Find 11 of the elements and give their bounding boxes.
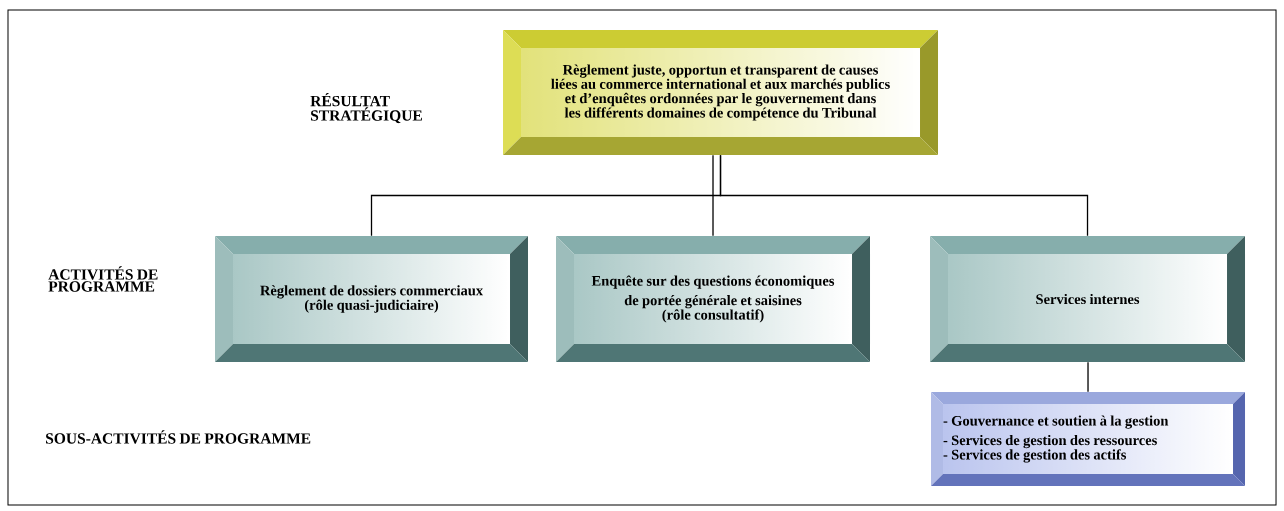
- connector-line: [719, 154, 1089, 237]
- bevel-box: Règlement de dossiers commerciaux (rôle quasi-judiciaire): [215, 236, 528, 362]
- connector-line: [1087, 361, 1089, 393]
- level-label: RÉSULTAT STRATÉGIQUE: [310, 92, 422, 124]
- level-label: ACTIVITÉS DE PROGRAMME: [48, 266, 158, 292]
- bevel-box: Services internes: [930, 236, 1245, 362]
- connector-line: [712, 154, 714, 237]
- bevel-box: Enquête sur des questions économiques de portée générale et saisines (rôle consultatif): [556, 236, 870, 362]
- bevel-box: Règlement juste, opportun et transparent de causes liées au commerce international et aux marchés publics et d’enquêtes ordonnées par le gouvernement dans les différents domaines de compétence du Tribunal: [503, 30, 938, 155]
- level-label: SOUS-ACTIVITÉS DE PROGRAMME: [46, 430, 311, 444]
- bevel-box: - Gouvernance et soutien à la gestion - Services de gestion des ressources - Services de gestion des actifs: [931, 392, 1245, 486]
